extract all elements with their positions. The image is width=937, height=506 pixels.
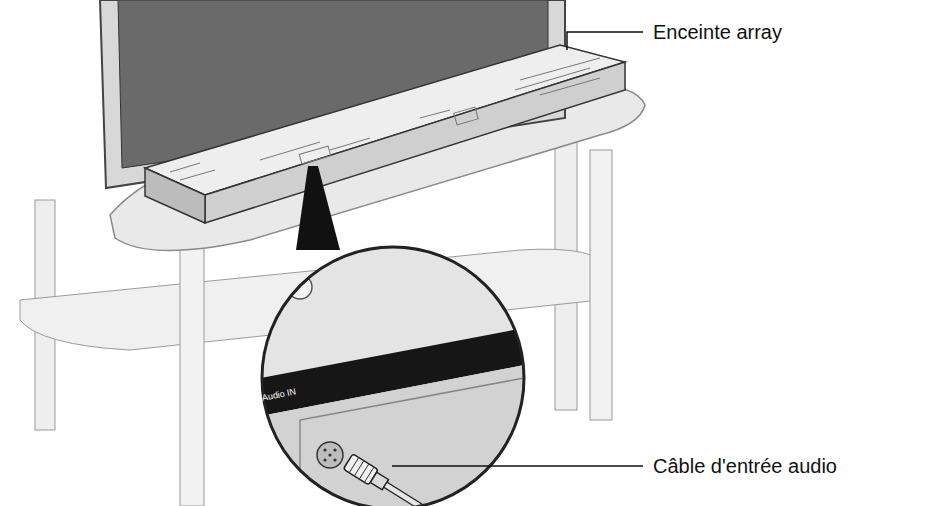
part-label: Câble d'entrée audio bbox=[653, 455, 837, 478]
part-label: Enceinte array bbox=[653, 21, 782, 44]
soundbar-top bbox=[145, 45, 625, 195]
zoom-circle-outline bbox=[262, 247, 524, 506]
zoom-pointer bbox=[296, 166, 340, 250]
soundbar-details bbox=[170, 58, 600, 180]
stand-leg bbox=[180, 235, 204, 506]
leader-line bbox=[567, 32, 643, 50]
soundbar-front bbox=[205, 62, 625, 223]
leader-line bbox=[392, 465, 643, 467]
soundbar-end bbox=[145, 168, 205, 223]
stand-leg bbox=[590, 150, 612, 420]
